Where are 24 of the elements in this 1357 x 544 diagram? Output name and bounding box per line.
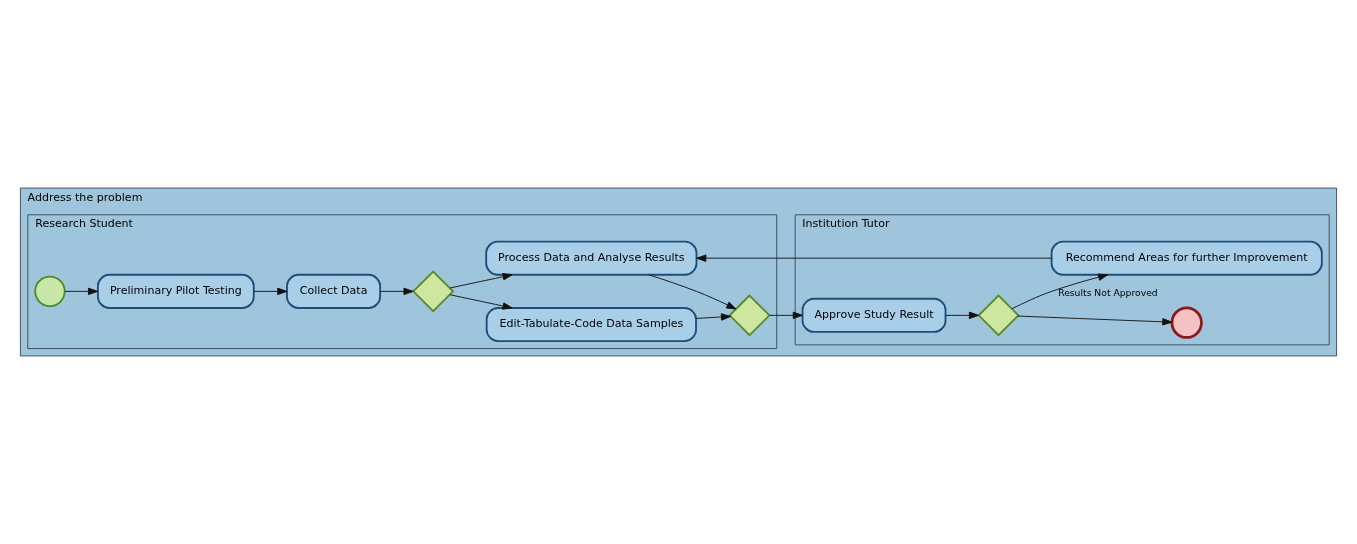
- arrow: [1011, 273, 1109, 310]
- node-box: Approve Study Result: [801, 297, 947, 333]
- node-box: Recommend Areas for further Improvement: [1050, 240, 1323, 276]
- node-circle: [34, 275, 66, 308]
- arrow: [1017, 315, 1173, 326]
- node-diamond: [977, 294, 1020, 337]
- edge-label: Results Not Approved: [1058, 287, 1158, 299]
- node-box: Preliminary Pilot Testing: [96, 273, 255, 309]
- arrow: [945, 311, 980, 320]
- arrow: [64, 287, 99, 296]
- arrow: [696, 254, 1052, 262]
- node-box: Edit-Tabulate-Code Data Samples: [485, 307, 697, 343]
- arrow: [695, 313, 732, 321]
- arrow: [379, 287, 414, 296]
- node-box: Collect Data: [286, 273, 382, 309]
- arrow: [769, 311, 803, 320]
- node-box: Process Data and Analyse Results: [485, 240, 698, 276]
- arrow: [449, 273, 513, 289]
- arrow: [648, 274, 737, 310]
- arrow: [253, 287, 288, 296]
- node-diamond: [412, 270, 455, 313]
- node-diamond: [728, 294, 771, 337]
- arrow: [449, 294, 513, 310]
- node-circle: [1170, 306, 1203, 339]
